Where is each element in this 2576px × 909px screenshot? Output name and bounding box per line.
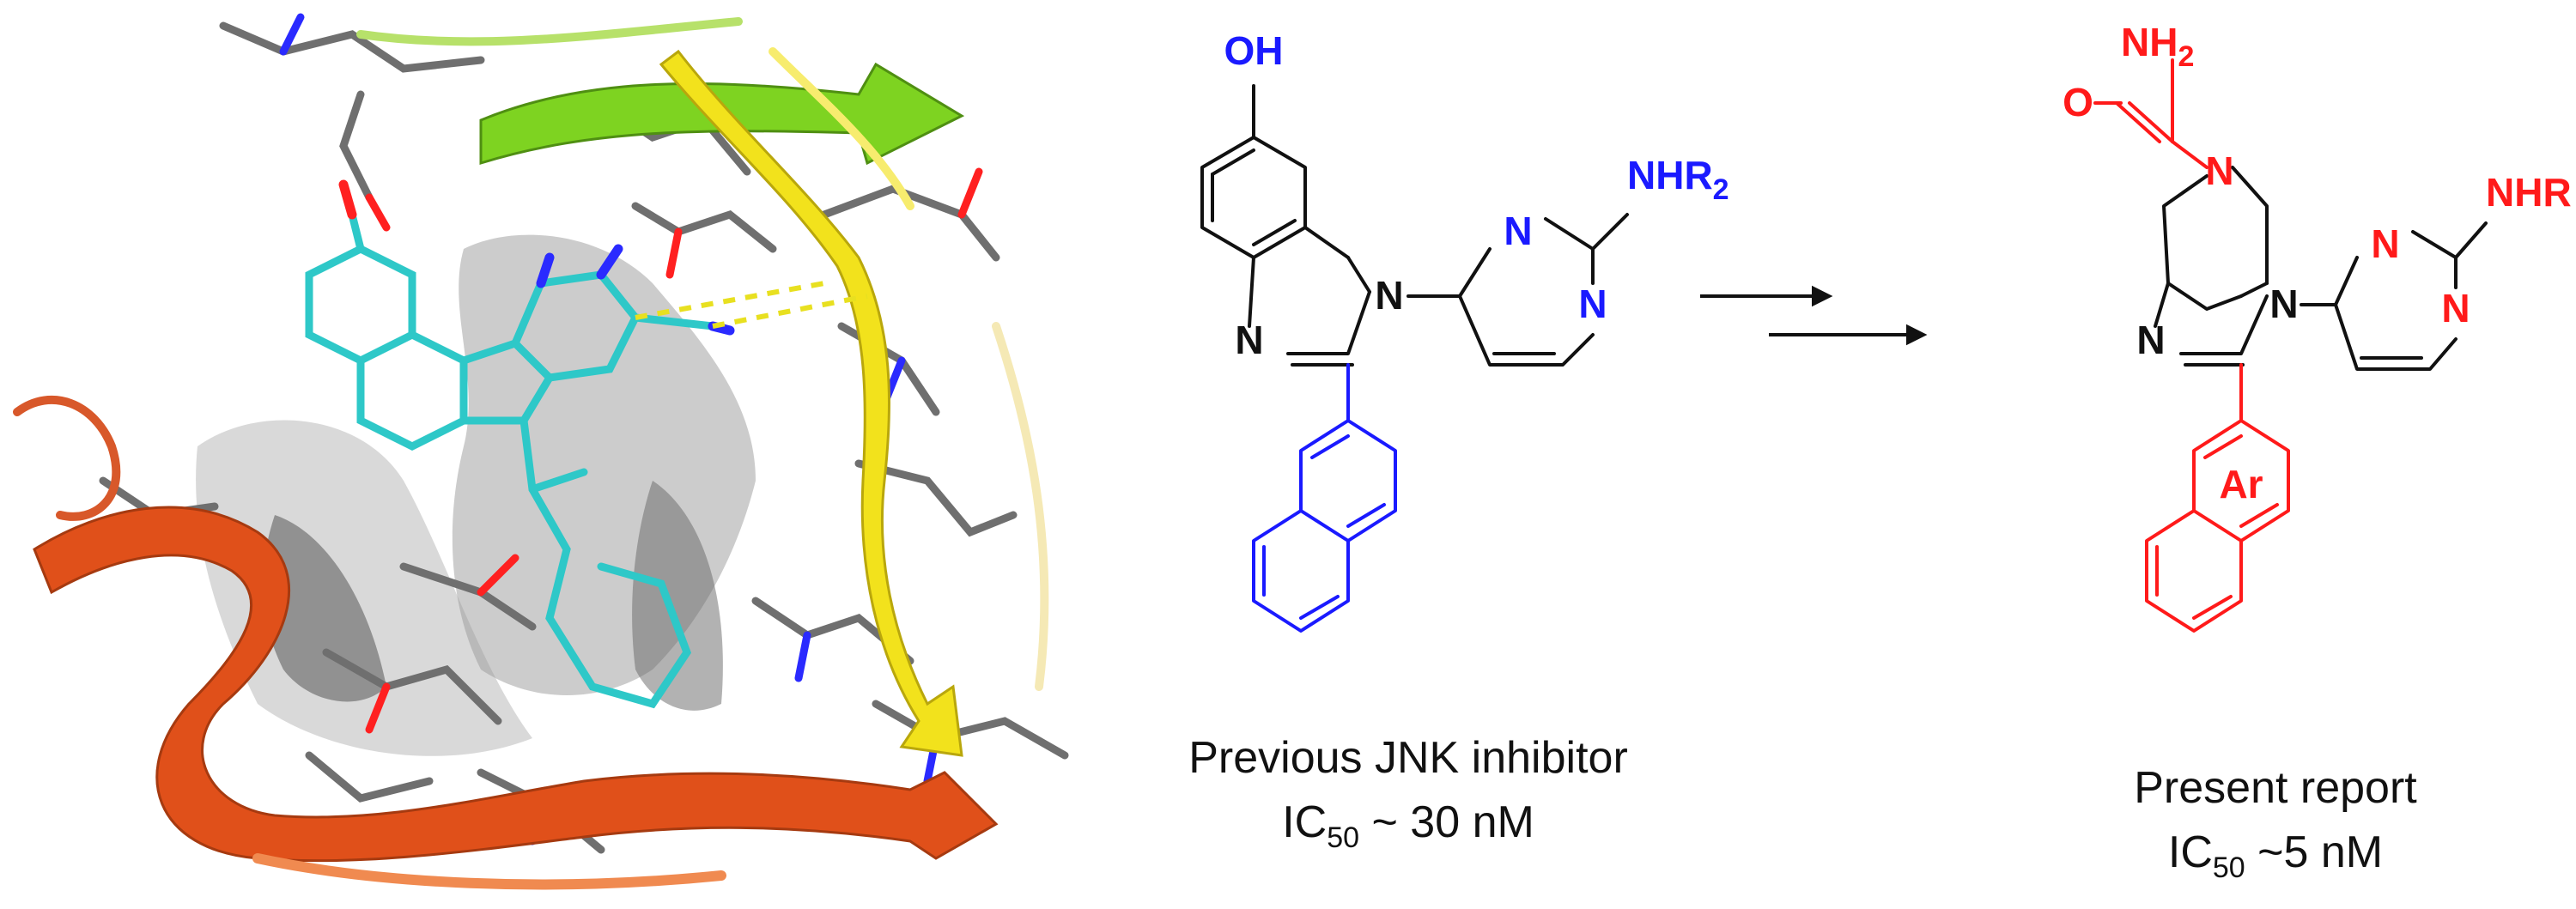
pyrimidine-ring-present (2300, 221, 2488, 371)
hydrogen-bonds (635, 281, 868, 329)
helix-yellow (659, 47, 1049, 757)
ic50-present: IC50 ~5 nM (2168, 827, 2383, 884)
atom-pyrimidine-n2-present: N (2441, 286, 2470, 330)
pyrimidine-ring (1406, 213, 1629, 367)
caption-present: Present report (2134, 763, 2417, 813)
atom-amine-present: NHR (2486, 170, 2572, 215)
atom-pyrimidine-n1-present: N (2371, 221, 2399, 266)
ic50-previous-label: IC (1282, 797, 1327, 847)
pyrroloimidazole-core (2154, 166, 2269, 367)
ic50-previous-value: ~ 30 nM (1359, 797, 1534, 847)
atom-imidazole-n: N (1235, 318, 1263, 362)
ic50-previous: IC50 ~ 30 nM (1282, 797, 1534, 854)
docking-pose-panel (0, 13, 1086, 901)
ligand-sticks (305, 210, 717, 709)
amine-label: NHR (1627, 153, 1713, 197)
atom-amide-group: NH2 (2121, 20, 2194, 73)
naphthyl-group (1252, 363, 1397, 633)
atom-hydroxyl: OH (1224, 28, 1284, 73)
loop-orange (13, 395, 999, 890)
aryl-label: Ar (2219, 462, 2263, 506)
atom-imidazole-bridge-n-present: N (2269, 282, 2298, 326)
carbamoyl-group (2093, 58, 2208, 169)
caption-previous: Previous JNK inhibitor (1188, 733, 1628, 783)
atom-amine-group: NHR2 (1627, 153, 1729, 206)
atom-imidazole-n-present: N (2136, 318, 2165, 362)
ic50-present-value: ~5 nM (2245, 827, 2383, 877)
atom-carbonyl-o: O (2063, 80, 2093, 124)
atom-pyrroline-n: N (2205, 148, 2233, 193)
ic50-present-subscript: 50 (2213, 851, 2245, 884)
atom-imidazole-bridge-n: N (1375, 273, 1403, 318)
amine-subscript: 2 (1713, 173, 1729, 206)
benzimidazole-benzo-ring (1200, 84, 1371, 367)
amide-n-subscript: 2 (2178, 40, 2194, 73)
atom-pyrimidine-n1: N (1504, 209, 1532, 253)
atom-pyrimidine-n2: N (1578, 282, 1607, 326)
structure-present-compound: NH2 O N N N N N NHR Ar Present report IC… (2063, 20, 2572, 884)
ic50-present-label: IC (2168, 827, 2213, 877)
aryl-group (2145, 363, 2290, 633)
ic50-previous-subscript: 50 (1327, 821, 1359, 854)
amide-n-label: NH (2121, 20, 2178, 64)
transformation-arrows (1700, 285, 1928, 346)
structure-previous-inhibitor: OH N N N N NHR2 Previous JNK inhibitor I… (1188, 28, 1728, 854)
